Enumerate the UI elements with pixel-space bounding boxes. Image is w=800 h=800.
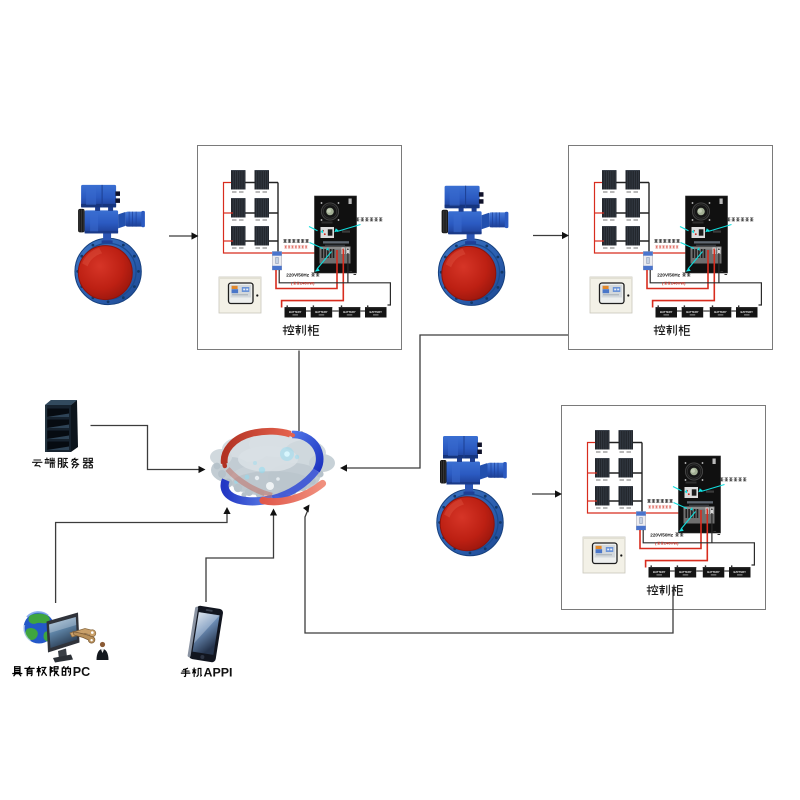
- svg-text:APPI: APPI: [204, 666, 233, 680]
- svg-text:PC: PC: [73, 665, 90, 679]
